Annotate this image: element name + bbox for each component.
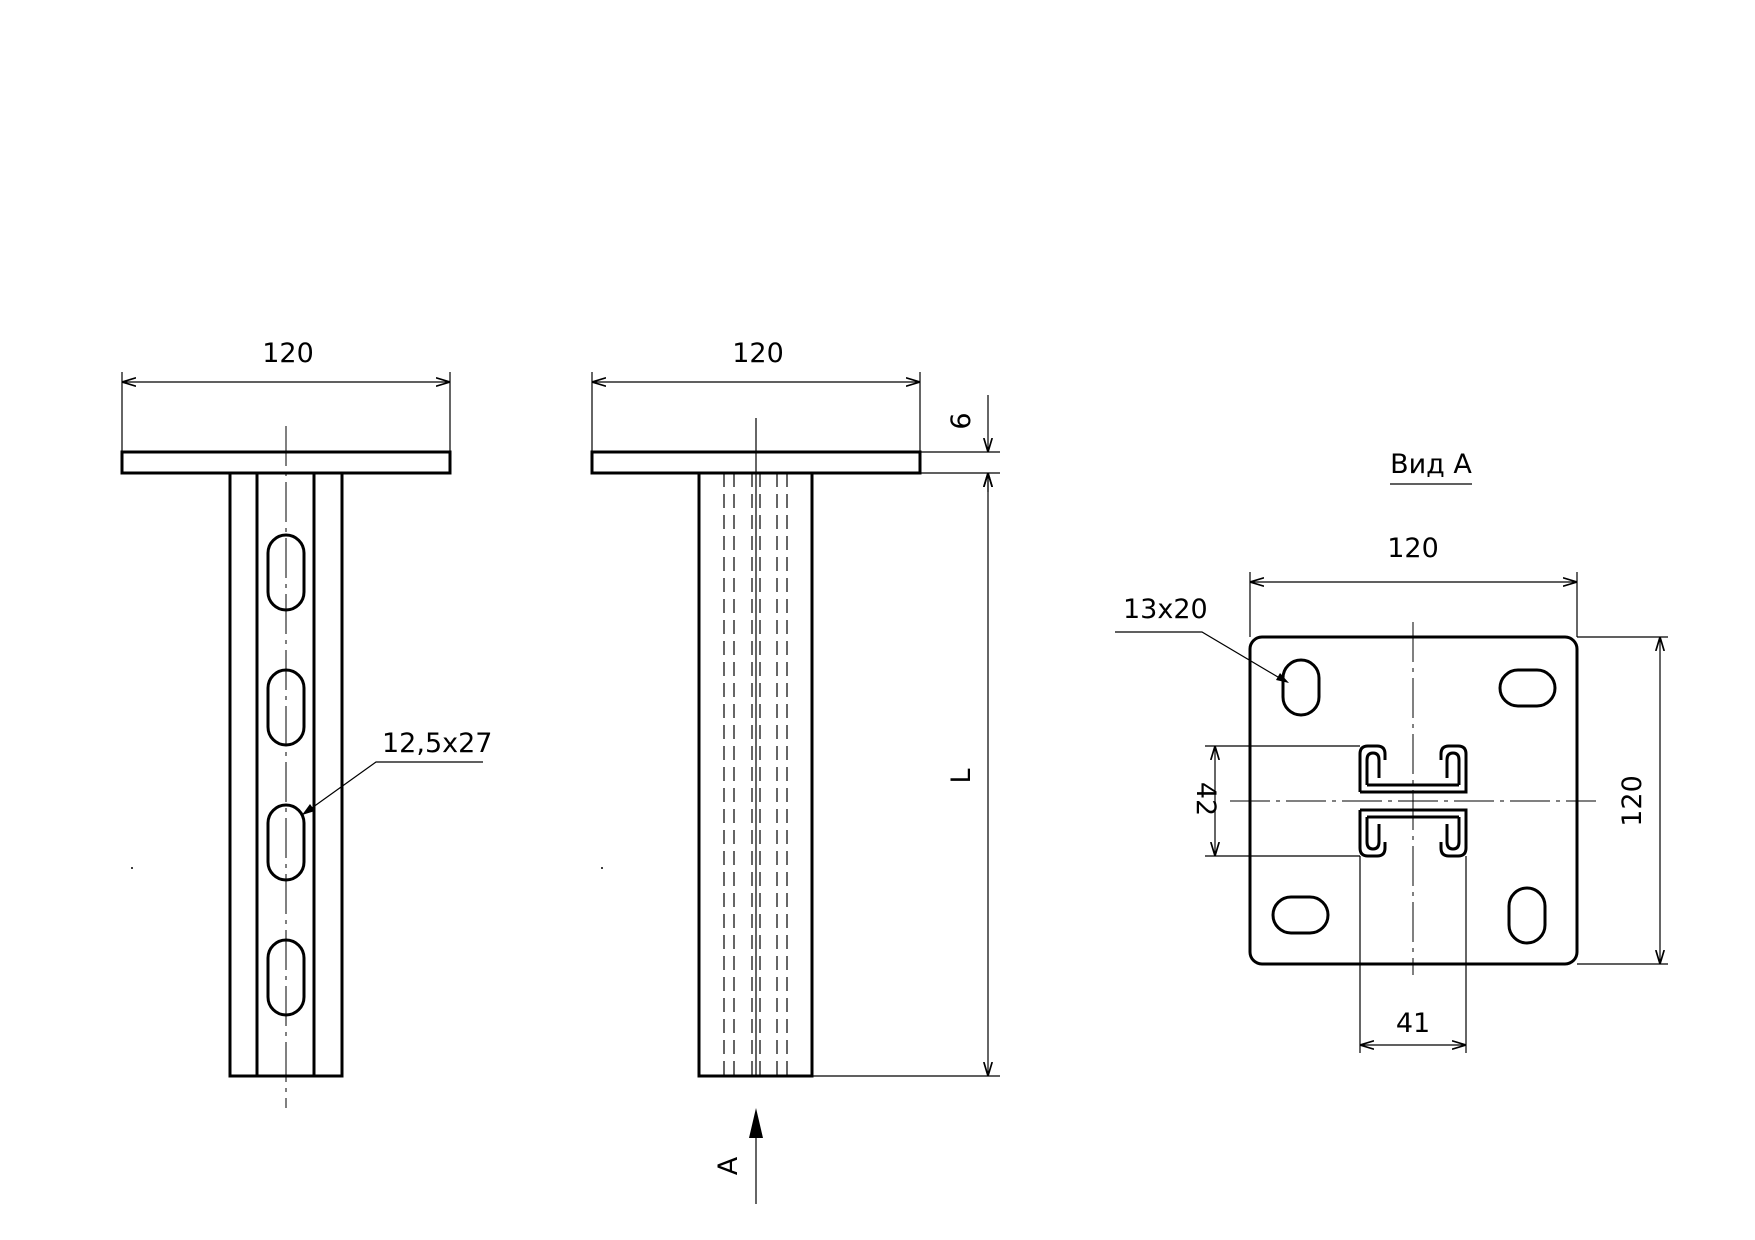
width-dimension-label: 120 — [262, 338, 314, 369]
view-arrow-head — [749, 1108, 763, 1138]
slots — [266, 533, 306, 1017]
side-view: 120 6 L A — [590, 338, 1000, 1204]
hole-leader — [1115, 631, 1284, 681]
mounting-hole — [1281, 658, 1321, 717]
slot-dimension-label: 12,5x27 — [382, 728, 492, 759]
profile-cross-section — [1358, 744, 1468, 858]
mounting-hole — [1507, 886, 1547, 945]
view-a: Вид А 120 120 42 — [1115, 449, 1668, 1053]
slot — [266, 668, 306, 747]
slot — [266, 938, 306, 1017]
view-marker-label: A — [713, 1156, 744, 1175]
width-dimension-label: 120 — [1387, 533, 1439, 564]
mounting-holes — [1271, 658, 1557, 945]
hole-dimension-label: 13x20 — [1123, 594, 1208, 625]
width-dimension-label: 120 — [732, 338, 784, 369]
view-a-title: Вид А — [1390, 449, 1472, 480]
length-dimension-label: L — [946, 768, 977, 783]
mounting-hole — [1498, 668, 1557, 708]
slot-leader — [301, 761, 483, 816]
slot — [266, 803, 306, 882]
profile-width-dimension-label: 41 — [1396, 1008, 1430, 1039]
mounting-hole — [1271, 895, 1330, 935]
profile-height-dimension-label: 42 — [1190, 782, 1221, 816]
height-dimension-label: 120 — [1617, 775, 1648, 827]
slot — [266, 533, 306, 612]
front-view: 120 12,5x27 — [120, 338, 492, 1108]
thickness-dimension-label: 6 — [946, 412, 977, 429]
